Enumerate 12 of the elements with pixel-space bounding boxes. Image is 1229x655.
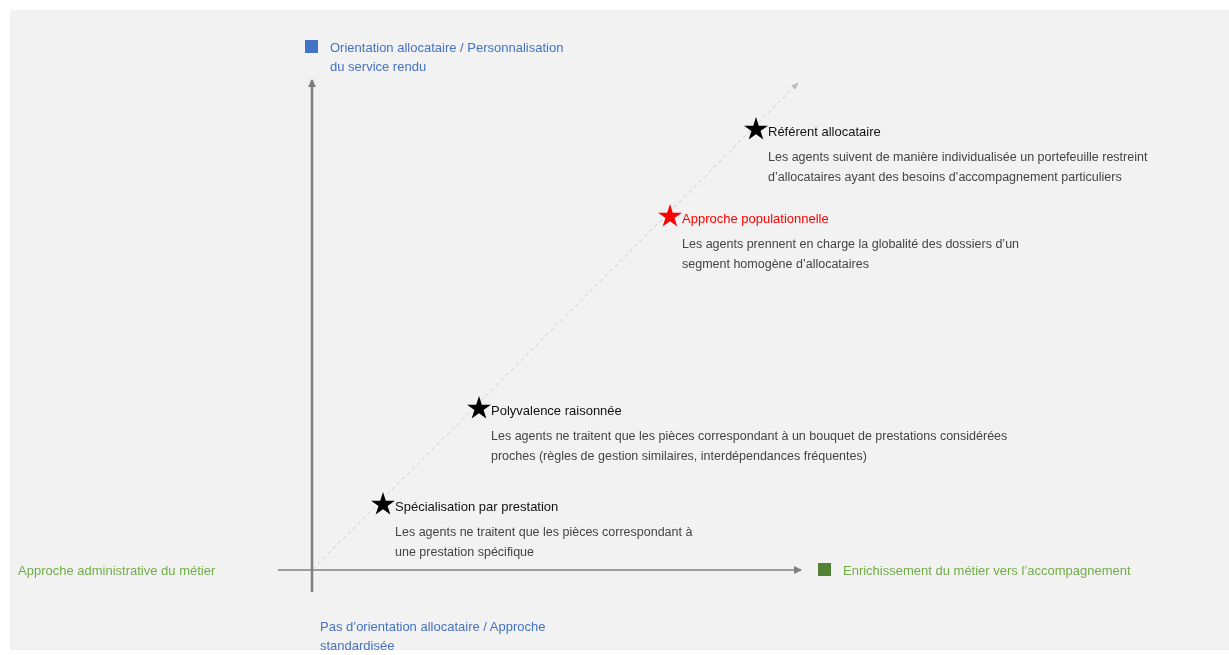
- stage-title: Approche populationnelle: [682, 210, 829, 228]
- stage-description: Les agents ne traitent que les pièces correspondant à une prestation spécifique: [395, 524, 694, 561]
- stage-description: Les agents suivent de manière individualisée un portefeuille restreint d’allocataires ayant des besoins d’accompagnement particuliers: [768, 149, 1149, 186]
- axis-label: Approche administrative du métier: [18, 562, 217, 580]
- stage-description: Les agents ne traitent que les pièces correspondant à un bouquet de prestations considérées proches (règles de gestion similaires, interdépendances fréquentes): [491, 428, 1009, 465]
- stage-title: Spécialisation par prestation: [395, 498, 559, 516]
- stage-title: Référent allocataire: [768, 123, 881, 141]
- axis-label: Enrichissement du métier vers l’accompagnement: [843, 562, 1132, 580]
- axis-label: Orientation allocataire / Personnalisation du service rendu: [330, 39, 565, 76]
- stage-title: Polyvalence raisonnée: [491, 402, 622, 420]
- stage-description: Les agents prennent en charge la globalité des dossiers d’un segment homogène d’allocataires: [682, 236, 1021, 273]
- axis-label: Pas d’orientation allocataire / Approche standardisée: [320, 618, 547, 655]
